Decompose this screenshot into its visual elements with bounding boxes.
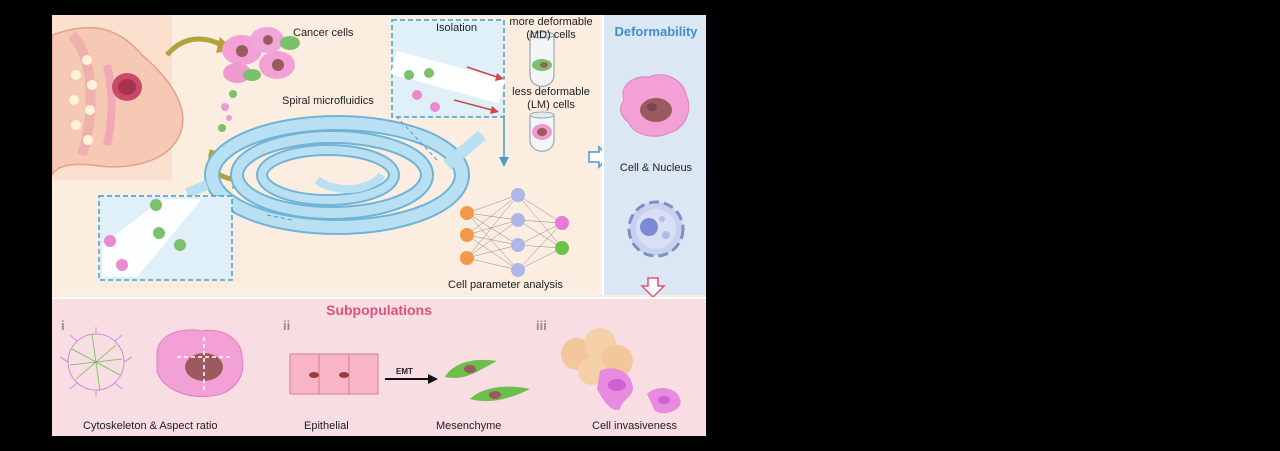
spiral-label: Spiral microfluidics [282,95,374,107]
cancer-cells-cluster-icon [222,27,300,83]
panel-ii-label: ii [283,318,291,333]
isolation-label: Isolation [436,22,477,34]
mesenchymal-cells-icon [445,359,530,402]
cytoskeleton-icon [59,327,133,397]
panel-i-label: i [61,318,65,333]
subpopulations-illustration [59,327,681,414]
invasive-cells-icon [561,328,681,414]
cell-param-label: Cell parameter analysis [448,279,563,291]
inlet-zoom-box [98,194,293,281]
arrow-to-cancer-cells-icon [165,36,224,57]
isolation-panel: Cancer cells Spiral microfluidics Isolat… [52,15,610,295]
mesenchyme-label: Mesenchyme [436,420,502,432]
md-tube-icon [529,31,555,87]
neural-network-icon [460,188,569,277]
lm-tube-icon [529,111,555,152]
emt-label: EMT [396,367,413,376]
epithelial-label: Epithelial [304,420,349,432]
cancer-cells-label: Cancer cells [293,27,354,39]
md-line1: more deformable [509,16,593,28]
arrow-down-outline-icon [640,277,666,299]
lm-cells-label: less deformable (LM) cells [504,86,598,112]
deformability-illustration [620,74,690,299]
lm-line2: (LM) cells [527,99,575,111]
cell-nucleus-label: Cell & Nucleus [619,162,693,174]
breast-anatomy-icon [52,15,184,180]
subpopulations-title: Subpopulations [326,302,432,318]
aspect-ratio-cell-icon [156,329,244,398]
md-cells-label: more deformable (MD) cells [504,16,598,42]
nucleus-icon [627,200,685,258]
outlet-zoom-box [390,19,506,161]
md-line2: (MD) cells [526,29,576,41]
epithelial-cells-icon [289,353,379,395]
figure: Cancer cells Spiral microfluidics Isolat… [52,15,706,436]
cytoskeleton-label: Cytoskeleton & Aspect ratio [83,420,218,432]
deformability-panel: Deformability Cell & Nucleus [602,15,706,299]
lm-line1: less deformable [512,86,590,98]
panel-iii-label: iii [536,318,547,333]
cancer-cell-icon [620,74,690,137]
invasiveness-label: Cell invasiveness [592,420,677,432]
deformability-title: Deformability [614,24,698,39]
isolation-illustration [52,15,610,281]
subpopulations-panel: Subpopulations i ii iii Cytoskeleton & A… [52,297,706,436]
spiral-chip-icon [185,115,486,235]
